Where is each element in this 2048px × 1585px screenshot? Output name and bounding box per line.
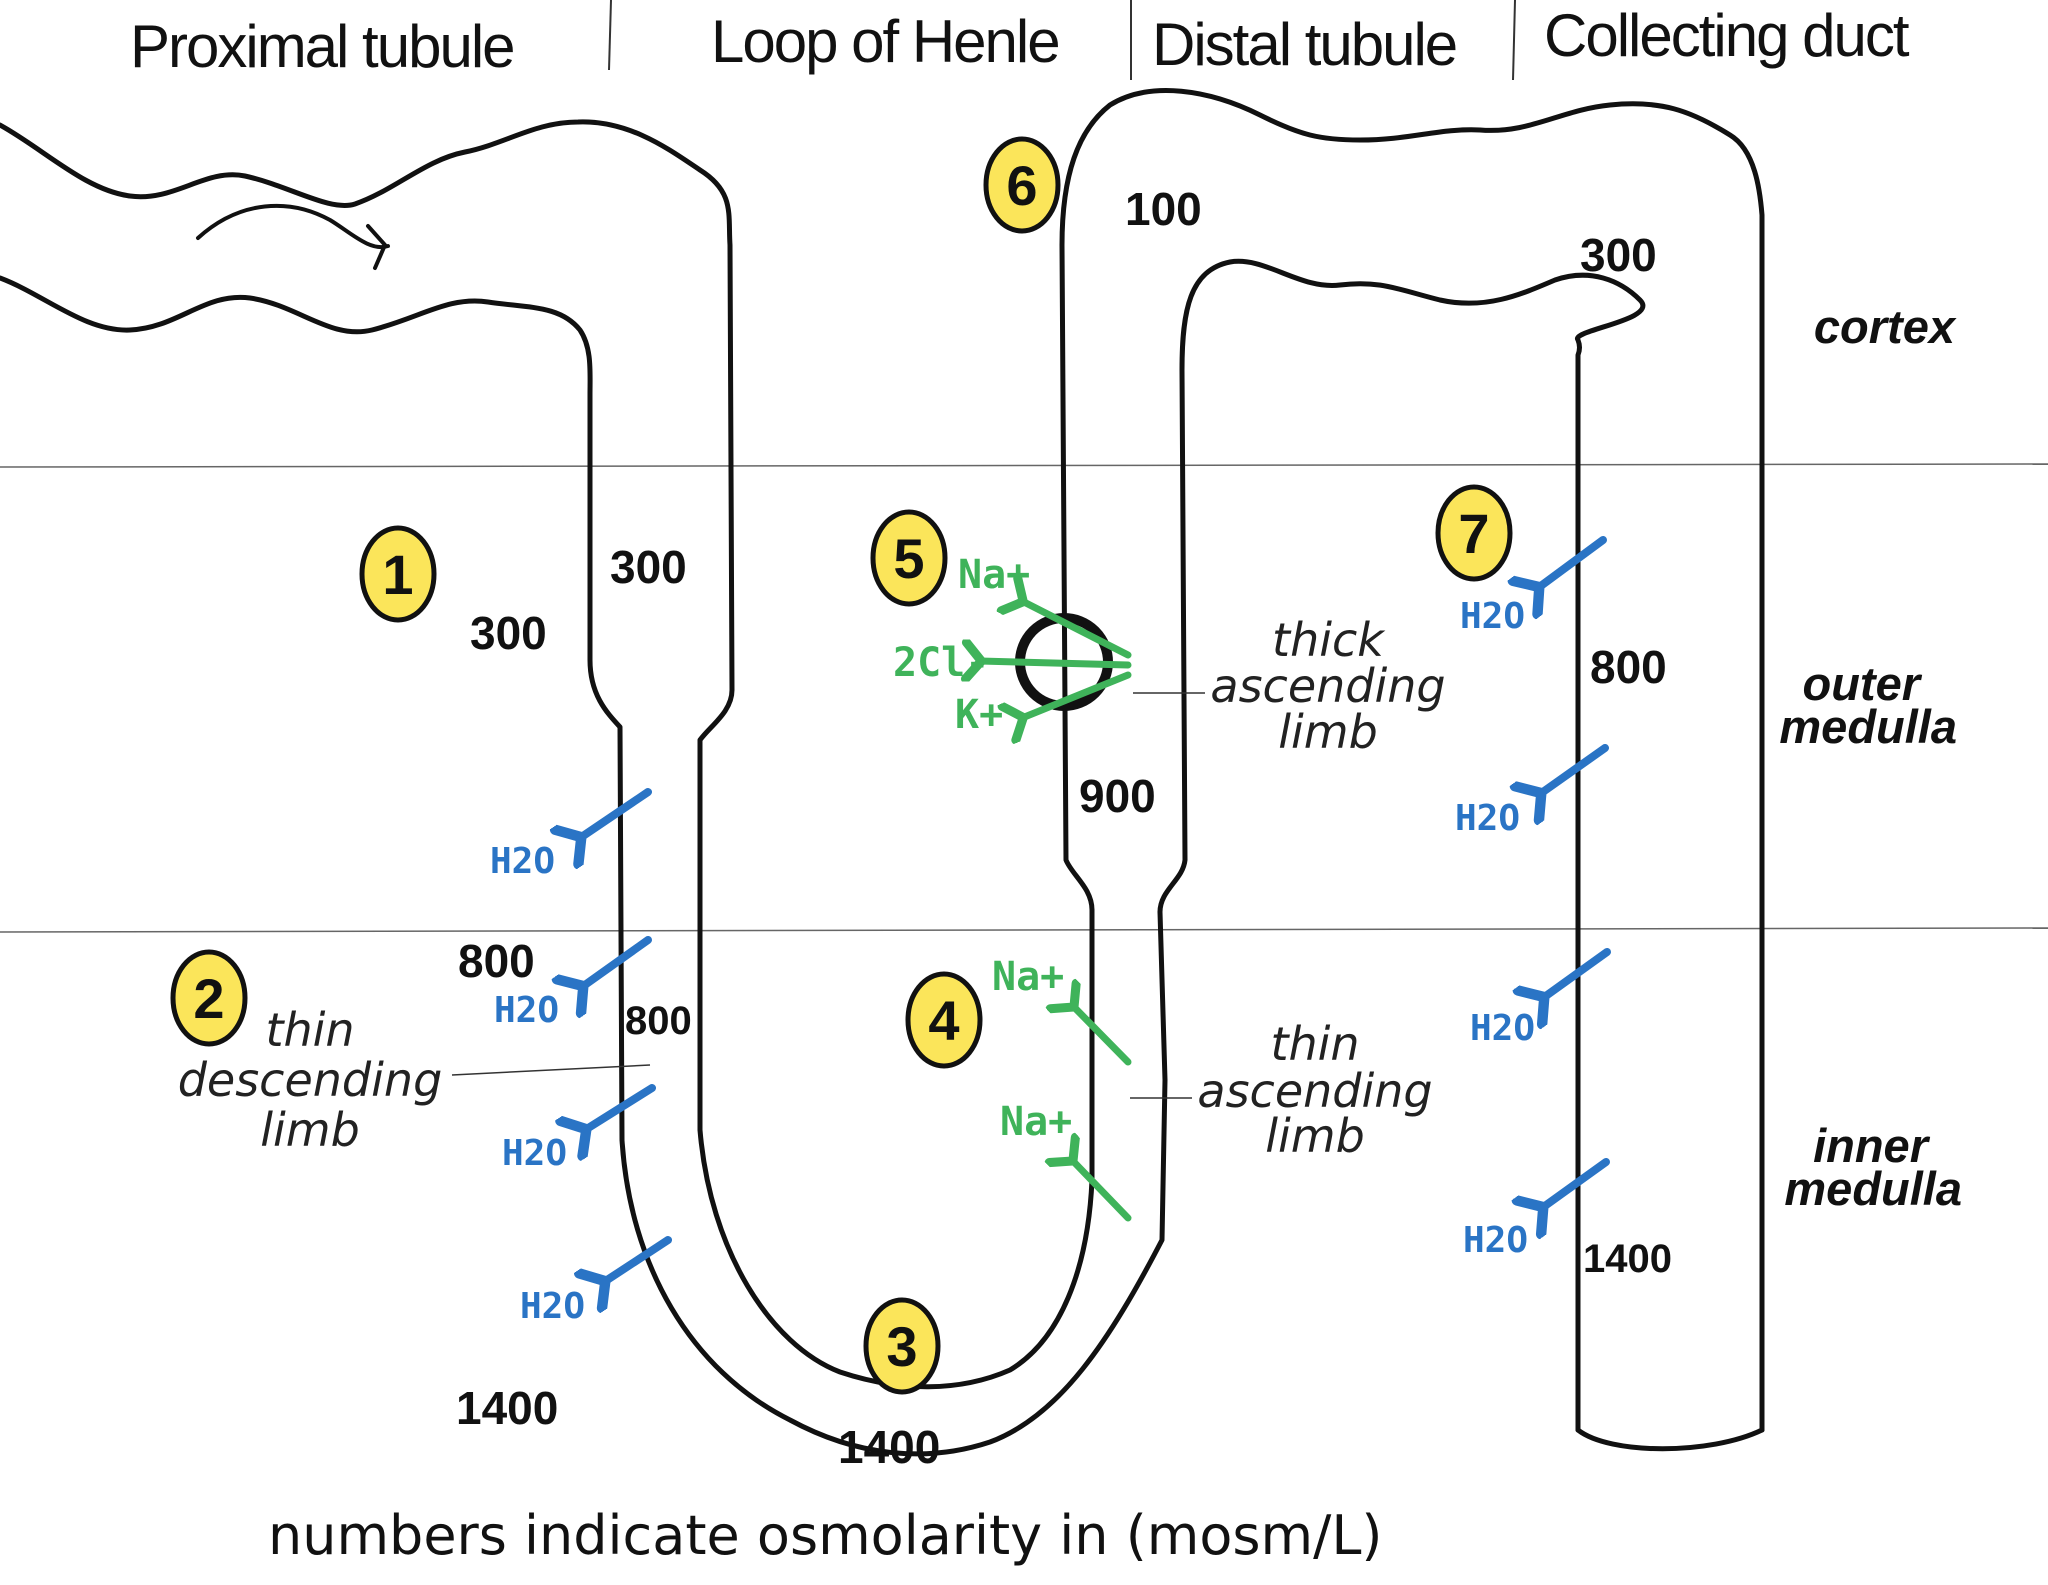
osm-bottom-outside: 1400 [456,1382,558,1434]
osm-pt-inside: 300 [610,541,687,593]
osm-cd-cortex: 300 [1580,229,1657,281]
badge-1: 1 [359,525,437,623]
svg-text:7: 7 [1458,502,1489,565]
water-arrow [1542,1158,1610,1208]
ion-cl-label: 2Cl- [893,640,989,686]
na-reabsorption-arrow [1072,1160,1132,1222]
label-thick-ascending-2: ascending [1210,659,1445,713]
cortex-medulla-divider [0,463,2048,468]
label-thin-ascending-3: limb [1265,1109,1365,1163]
label-thin-ascending-2: ascending [1197,1064,1432,1118]
water-label: H2O [1455,798,1520,839]
header-separator [608,0,612,71]
outer-inner-divider [0,927,2048,933]
footer-note: numbers indicate osmolarity in (mosm/L) [268,1504,1383,1567]
svg-text:5: 5 [893,527,924,590]
svg-text:2: 2 [193,967,224,1030]
na-transport-arrow [1022,601,1132,659]
osm-distal: 100 [1125,183,1202,235]
water-label: H2O [1460,596,1525,637]
label-thin-descending-3: limb [260,1103,360,1157]
cl-transport-arrow [980,661,1132,665]
svg-text:4: 4 [928,989,959,1052]
water-arrow [1540,744,1609,794]
zone-outer: outer [1803,657,1923,710]
water-label: H2O [1463,1220,1528,1261]
badge-4: 4 [905,971,983,1069]
water-arrow [604,1236,672,1282]
osm-bottom-inside: 1400 [838,1421,940,1473]
zone-inner-medulla: medulla [1784,1162,1962,1215]
badge-3: 3 [863,1297,941,1395]
water-label: H2O [502,1133,567,1174]
collecting-duct-end [1575,1427,1765,1452]
zone-cortex: cortex [1814,300,1957,353]
header-proximal-tubule: Proximal tubule [130,13,514,80]
k-transport-arrow [1022,671,1132,718]
ion-na-label: Na+ [992,954,1064,1000]
ion-na-label: Na+ [958,552,1030,598]
header-distal-tubule: Distal tubule [1152,11,1456,78]
badge-5: 5 [870,509,948,607]
header-separator [1512,0,1516,81]
osm-pt-outside: 300 [470,607,547,659]
zone-inner: inner [1813,1119,1931,1172]
header-loop-of-henle: Loop of Henle [711,8,1059,75]
osm-desc-inside: 800 [625,999,692,1043]
water-label: H2O [490,841,555,882]
water-arrow [580,788,652,838]
svg-text:6: 6 [1006,154,1037,217]
label-thick-ascending-3: limb [1278,705,1378,759]
osm-desc-outside: 800 [458,935,535,987]
header-collecting-duct: Collecting duct [1544,2,1910,69]
water-arrow [582,936,652,987]
osm-cd-outer: 800 [1590,641,1667,693]
zone-outer-medulla: medulla [1779,700,1957,753]
label-thin-descending-1: thin [265,1003,354,1057]
svg-text:1: 1 [382,543,413,606]
leader-line [451,1064,651,1076]
label-thick-ascending-1: thick [1272,613,1386,667]
badge-6: 6 [983,136,1061,234]
ion-na-label: Na+ [1000,1099,1072,1145]
proximal-tubule-inner-wall [0,275,1168,1457]
water-label: H2O [1470,1008,1535,1049]
water-arrow [1538,536,1607,588]
na-reabsorption-arrow [1073,1006,1132,1066]
water-arrow [585,1084,656,1130]
water-label: H2O [494,990,559,1031]
flow-arrow [196,203,390,270]
thick-ascending-limb-outer [1059,88,1765,1433]
osm-tal: 900 [1079,770,1156,822]
svg-text:3: 3 [886,1315,917,1378]
label-thin-descending-2: descending [178,1053,443,1107]
osm-cd-inner: 1400 [1583,1237,1672,1281]
label-thin-ascending-1: thin [1270,1017,1359,1071]
thick-ascending-limb-inner [1157,258,1646,1433]
ion-k-label: K+ [955,692,1003,738]
water-label: H2O [520,1286,585,1327]
badge-2: 2 [170,949,248,1047]
badge-7: 7 [1435,484,1513,582]
water-arrow [1543,948,1611,998]
